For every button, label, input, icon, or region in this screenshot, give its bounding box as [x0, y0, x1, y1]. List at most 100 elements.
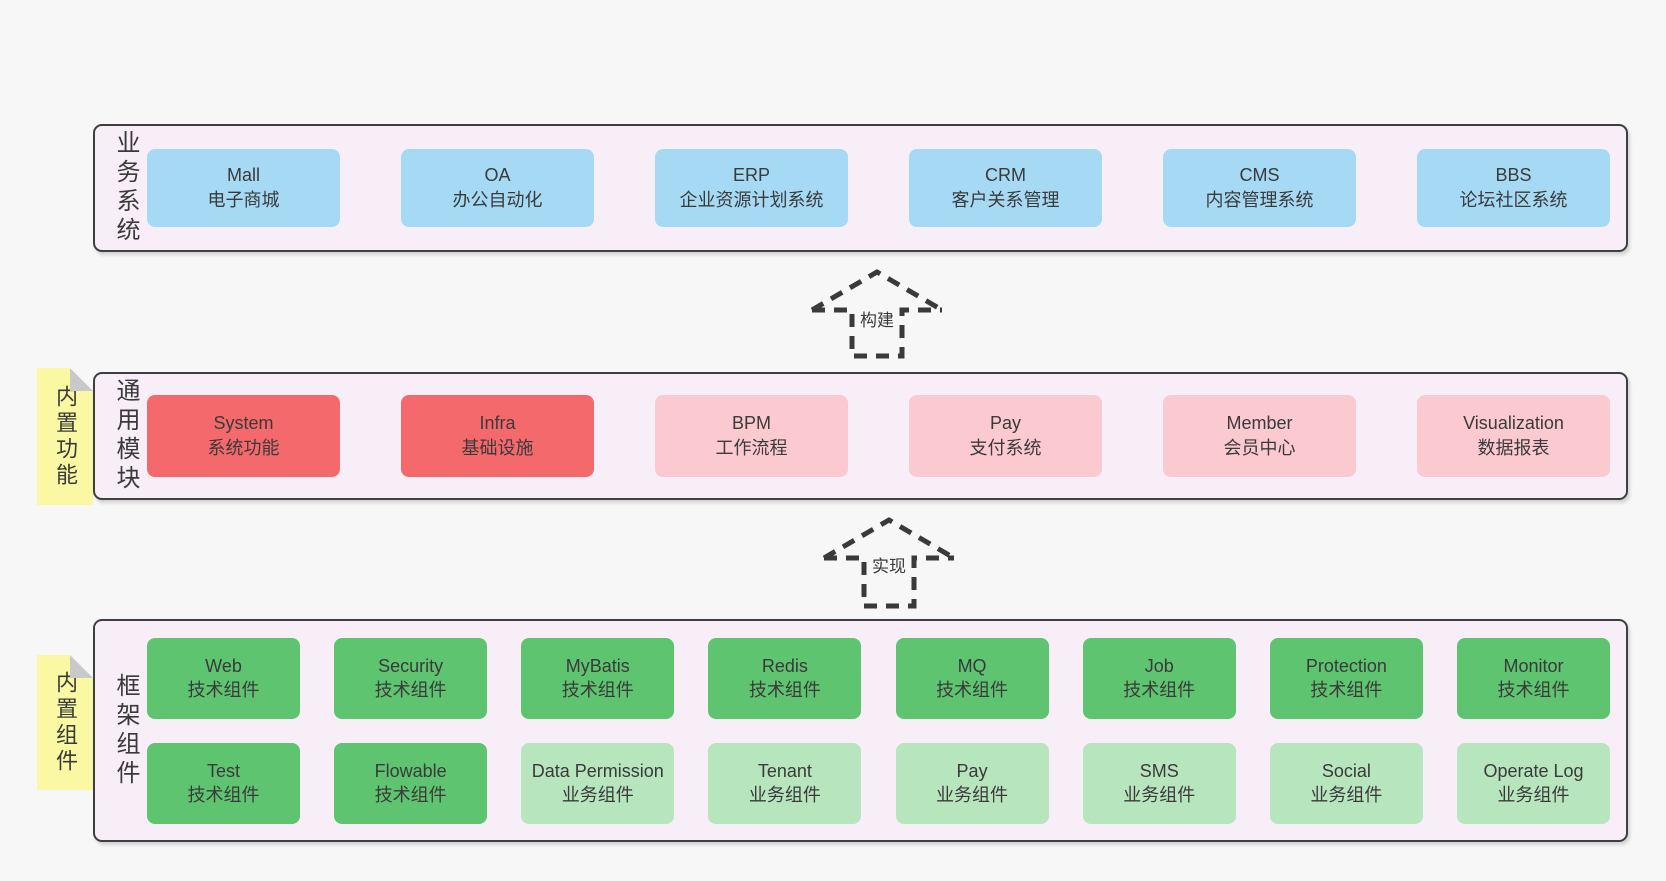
module-name: Flowable — [374, 761, 447, 781]
module-name: Social — [1321, 761, 1371, 781]
module-box-mybatis: MyBatis 技术组件 — [521, 637, 675, 719]
module-name: CRM — [985, 165, 1026, 185]
sticky-tab-built-in-features: 内置功能 — [37, 368, 93, 505]
module-box-erp: ERP 企业资源计划系统 — [655, 149, 848, 227]
module-box-member: Member 会员中心 — [1163, 395, 1356, 477]
module-box-tenant: Tenant 业务组件 — [708, 742, 862, 824]
module-name: BBS — [1495, 165, 1532, 185]
module-name: System — [213, 413, 274, 433]
module-name: Data Permission — [531, 761, 664, 781]
layer-framework-components: 框架组件 Web 技术组件 Security 技术组件 MyBatis 技术组件… — [93, 619, 1628, 842]
module-box-visualization: Visualization 数据报表 — [1417, 395, 1610, 477]
module-desc: 技术组件 — [1310, 680, 1383, 700]
module-box-bpm: BPM 工作流程 — [655, 395, 848, 477]
build-arrow: 构建 — [806, 266, 948, 362]
box-row: Web 技术组件 Security 技术组件 MyBatis 技术组件 Redi… — [147, 637, 1610, 719]
module-name: MQ — [957, 656, 987, 676]
module-name: Job — [1144, 656, 1174, 676]
module-name: Visualization — [1463, 413, 1564, 433]
module-desc: 系统功能 — [207, 438, 280, 458]
module-name: Member — [1226, 413, 1293, 433]
module-desc: 业务组件 — [561, 785, 634, 805]
module-box-job: Job 技术组件 — [1082, 637, 1236, 719]
box-row: Test 技术组件 Flowable 技术组件 Data Permission … — [147, 742, 1610, 824]
module-name: OA — [484, 165, 511, 185]
module-box-security: Security 技术组件 — [334, 637, 488, 719]
module-name: Test — [206, 761, 240, 781]
module-box-redis: Redis 技术组件 — [708, 637, 862, 719]
module-desc: 业务组件 — [748, 785, 821, 805]
module-name: Security — [378, 656, 444, 676]
module-name: Pay — [956, 761, 988, 781]
module-name: Mall — [226, 165, 260, 185]
module-desc: 技术组件 — [374, 680, 447, 700]
module-desc: 技术组件 — [936, 680, 1009, 700]
module-name: CMS — [1239, 165, 1280, 185]
module-desc: 支付系统 — [969, 438, 1042, 458]
module-name: SMS — [1139, 761, 1179, 781]
module-box-social: Social 业务组件 — [1269, 742, 1423, 824]
module-box-operate-log: Operate Log 业务组件 — [1456, 742, 1610, 824]
sticky-tab-built-in-components: 内置组件 — [37, 655, 93, 790]
layer-label: 通用模块 — [112, 378, 139, 494]
module-desc: 基础设施 — [461, 438, 534, 458]
module-box-pay: Pay 支付系统 — [909, 395, 1102, 477]
module-box-flowable: Flowable 技术组件 — [334, 742, 488, 824]
box-grid: Web 技术组件 Security 技术组件 MyBatis 技术组件 Redi… — [147, 621, 1610, 840]
module-box-data-permission: Data Permission 业务组件 — [521, 742, 675, 824]
module-box-mq: MQ 技术组件 — [895, 637, 1049, 719]
module-name: MyBatis — [565, 656, 630, 676]
module-box-crm: CRM 客户关系管理 — [909, 149, 1102, 227]
module-desc: 技术组件 — [187, 785, 260, 805]
module-name: Infra — [479, 413, 516, 433]
module-name: Tenant — [757, 761, 812, 781]
module-desc: 业务组件 — [1497, 785, 1570, 805]
module-desc: 技术组件 — [561, 680, 634, 700]
up-arrow-icon — [810, 269, 944, 359]
module-box-protection: Protection 技术组件 — [1269, 637, 1423, 719]
box-grid: System 系统功能 Infra 基础设施 BPM 工作流程 Pay 支付系统… — [147, 374, 1610, 498]
layer-common-modules: 通用模块 System 系统功能 Infra 基础设施 BPM 工作流程 Pay… — [93, 372, 1628, 500]
module-desc: 业务组件 — [936, 785, 1009, 805]
implement-arrow-label: 实现 — [869, 552, 909, 577]
module-name: Redis — [761, 656, 808, 676]
module-box-bbs: BBS 论坛社区系统 — [1417, 149, 1610, 227]
layer-label: 业务系统 — [112, 130, 139, 246]
folded-corner-icon — [70, 368, 93, 391]
module-desc: 技术组件 — [374, 785, 447, 805]
module-box-system: System 系统功能 — [147, 395, 340, 477]
sticky-tab-label: 内置组件 — [53, 670, 78, 775]
module-name: BPM — [731, 413, 771, 433]
module-desc: 电子商城 — [207, 190, 280, 210]
module-box-mall: Mall 电子商城 — [147, 149, 340, 227]
module-desc: 办公自动化 — [452, 190, 543, 210]
module-name: Web — [205, 656, 242, 676]
module-name: Operate Log — [1483, 761, 1584, 781]
module-desc: 论坛社区系统 — [1459, 190, 1568, 210]
up-arrow-icon — [822, 517, 956, 609]
module-desc: 技术组件 — [187, 680, 260, 700]
module-desc: 工作流程 — [715, 438, 788, 458]
module-desc: 业务组件 — [1123, 785, 1196, 805]
module-desc: 会员中心 — [1223, 438, 1296, 458]
module-box-test: Test 技术组件 — [147, 742, 300, 824]
module-desc: 客户关系管理 — [951, 190, 1060, 210]
module-box-infra: Infra 基础设施 — [401, 395, 594, 477]
build-arrow-label: 构建 — [857, 306, 897, 331]
box-grid: Mall 电子商城 OA 办公自动化 ERP 企业资源计划系统 CRM 客户关系… — [147, 126, 1610, 250]
module-desc: 技术组件 — [748, 680, 821, 700]
box-row: Mall 电子商城 OA 办公自动化 ERP 企业资源计划系统 CRM 客户关系… — [147, 149, 1610, 227]
module-name: Pay — [989, 413, 1022, 433]
sticky-tab-label: 内置功能 — [53, 384, 78, 489]
module-desc: 企业资源计划系统 — [679, 190, 824, 210]
module-desc: 内容管理系统 — [1205, 190, 1314, 210]
module-name: Protection — [1305, 656, 1387, 676]
layer-business-systems: 业务系统 Mall 电子商城 OA 办公自动化 ERP 企业资源计划系统 CRM… — [93, 124, 1628, 252]
module-desc: 数据报表 — [1477, 438, 1550, 458]
layer-label: 框架组件 — [112, 672, 139, 789]
implement-arrow: 实现 — [818, 512, 960, 612]
module-name: Monitor — [1503, 656, 1564, 676]
module-box-oa: OA 办公自动化 — [401, 149, 594, 227]
folded-corner-icon — [70, 655, 93, 678]
